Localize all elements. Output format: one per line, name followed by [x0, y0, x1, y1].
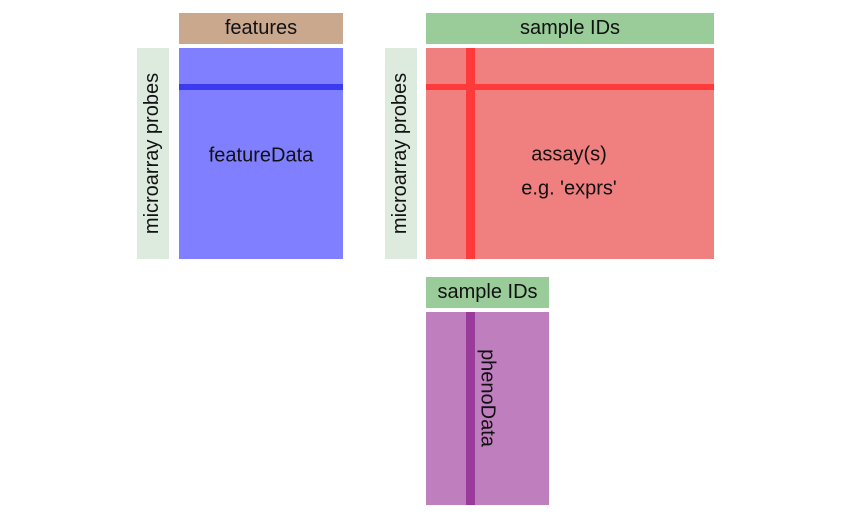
assay-label: assay(s): [531, 143, 607, 166]
pheno-sample-ids-header: sample IDs: [426, 277, 549, 308]
assay-column-stripe: [466, 48, 475, 259]
feature-data-label: featureData: [208, 144, 314, 167]
feature-row-stripe: [179, 84, 343, 90]
assay-row-stripe: [426, 84, 714, 90]
assay-block: assay(s) e.g. 'exprs': [426, 48, 714, 259]
pheno-column-stripe: [466, 312, 475, 505]
feature-side-label-text: microarray probes: [141, 72, 164, 235]
assay-sample-ids-header: sample IDs: [426, 13, 714, 44]
features-header: features: [179, 13, 343, 44]
pheno-sample-ids-label: sample IDs: [437, 281, 538, 303]
assay-sublabel: e.g. 'exprs': [521, 177, 617, 200]
feature-data-block: featureData: [179, 48, 343, 259]
assay-side-label-text: microarray probes: [389, 72, 412, 235]
assay-sample-ids-label: sample IDs: [519, 17, 621, 39]
features-header-label: features: [224, 17, 298, 39]
pheno-data-block: phenoData: [426, 312, 549, 505]
pheno-data-label: phenoData: [476, 349, 499, 447]
feature-side-label: microarray probes: [137, 48, 169, 259]
assay-side-label: microarray probes: [385, 48, 417, 259]
